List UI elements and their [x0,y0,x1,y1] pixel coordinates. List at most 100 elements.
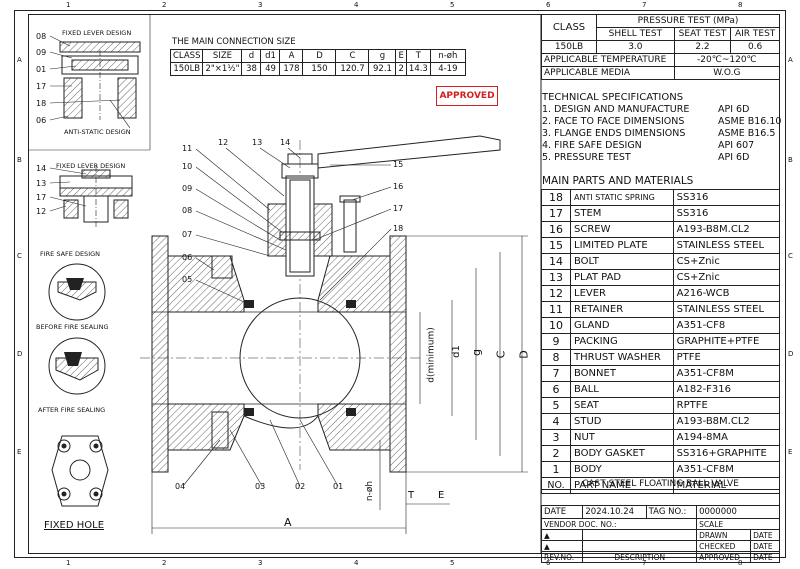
zone-4: 4 [354,1,359,9]
before-fire-detail [48,337,106,395]
conn-v-E: 2 [395,62,407,76]
tag-16: 16 [393,182,404,191]
tag-17: 17 [393,204,404,213]
detail-after-fire: AFTER FIRE SEALING [38,406,106,414]
zone-D-r: D [788,350,794,358]
outer-frame [14,10,786,558]
spec-value: ASME B16.10 [718,116,782,127]
leader-lines [182,147,392,487]
detail-fixed-lever-drawing [49,166,133,228]
zone-2: 2 [162,1,167,9]
tag-15: 15 [393,160,404,169]
spec-value: API 6D [718,152,750,163]
tb-row-2: VENDOR DOC. NO.: SCALE [540,518,780,530]
dim-E: E [438,490,445,501]
spec-item: 5. PRESSURE TEST API 6D [542,152,781,164]
tag-d1-06: 06 [36,116,47,125]
conn-v-C: 120.7 [335,62,370,76]
approved-stamp: APPROVED [436,86,498,106]
detail-antistatic: ANTI-STATIC DESIGN [64,128,131,136]
zone-C: C [17,252,22,260]
tag-08: 08 [182,206,193,215]
zone-D: D [17,350,23,358]
tag-13: 13 [252,138,263,147]
zone-7: 7 [642,1,647,9]
zone-5: 5 [450,1,455,9]
zone-1: 1 [66,1,71,9]
dim-A: A [284,516,292,529]
tb-row-1: DATE 2024.10.24 TAG NO.: 0000000 [540,505,780,519]
tag-18: 18 [393,224,404,233]
tag-02: 02 [295,482,306,491]
tb-row-4: ▲ CHECKED DATE [540,540,780,552]
part-material: SS316 [672,189,781,206]
dimension-lines [151,235,528,534]
tb-approved-date: DATE [750,551,780,563]
spec-label: 5. PRESSURE TEST [542,152,631,163]
tb-rev-no: REV.NO. [540,551,584,563]
tag-d2-14: 14 [36,164,47,173]
parts-title: MAIN PARTS AND MATERIALS [542,175,694,187]
conn-v-class: 150LB [169,62,204,76]
specs-title: TECHNICAL SPECIFICATIONS [542,92,684,103]
zone-6: 6 [546,1,551,9]
zone-bottom: 1 2 3 4 5 6 7 8 [14,558,786,568]
drawing-border [28,14,780,554]
zone-E-r: E [788,448,793,456]
connection-table: CLASS SIZE d d1 A D C g E T n-øh 150LB 2… [169,49,466,76]
tag-09: 09 [182,184,193,193]
tag-d2-13: 13 [36,179,47,188]
tag-d1-18: 18 [36,99,47,108]
zone-B-r: B [788,156,793,164]
tag-d2-17: 17 [36,193,47,202]
detail-before-fire: BEFORE FIRE SEALING [36,323,109,331]
tag-10: 10 [182,162,193,171]
pressure-row-5: APPLICABLE MEDIA W.O.G [541,66,781,80]
valve-main-section [140,140,420,473]
tb-row-5: REV.NO. DESCRIPTION APPROVED DATE [540,551,780,563]
zone-B: B [17,156,22,164]
zone-top: 1 2 3 4 5 6 7 8 [14,0,786,10]
detail-antistatic-drawing [49,35,141,129]
tb-approved: APPROVED [696,551,752,563]
zone-A-r: A [788,56,793,64]
zone-8: 8 [738,1,743,9]
tag-d1-08: 08 [36,32,47,41]
tag-d1-01: 01 [36,65,47,74]
dim-T: T [408,490,415,501]
tag-12: 12 [218,138,229,147]
tag-d1-17: 17 [36,82,47,91]
fixed-hole-detail [51,435,109,507]
zone-1-b: 1 [66,559,71,567]
tag-07: 07 [182,230,193,239]
tag-d1-09: 09 [36,48,47,57]
fire-safe-detail [48,263,106,321]
conn-v-T: 14.3 [405,62,431,76]
connection-title: THE MAIN CONNECTION SIZE [172,37,296,47]
tag-14: 14 [280,138,291,147]
part-number: 1 [541,461,571,478]
detail-fire-safe: FIRE SAFE DESIGN [40,250,101,258]
spec-label: 2. FACE TO FACE DIMENSIONS [542,116,685,127]
spec-label: 3. FLANGE ENDS DIMENSIONS [542,128,686,139]
zone-C-r: C [788,252,793,260]
zone-E: E [17,448,22,456]
pressure-row-2: SHELL TEST SEAT TEST AIR TEST [542,27,780,41]
detail-fixed-hole: FIXED HOLE [44,520,105,531]
valve-bonnet-stem [211,135,501,279]
